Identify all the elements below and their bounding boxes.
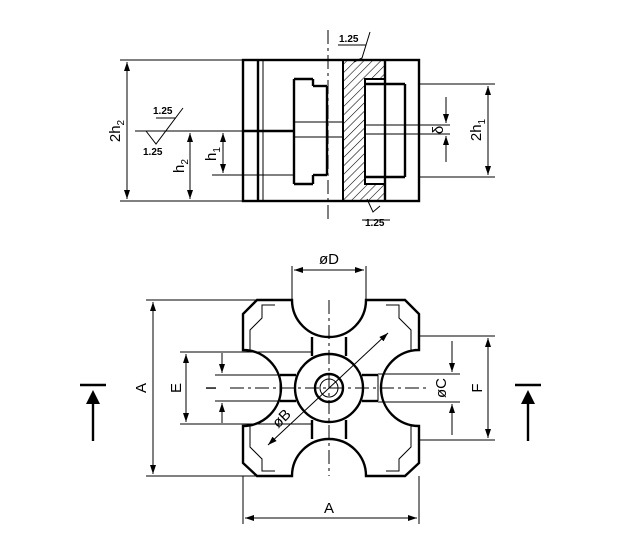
top-view [230, 298, 430, 478]
roughness-bottom: 1.25 [365, 218, 385, 229]
section-arrows [80, 383, 541, 441]
dim-2h1: 2h1 [468, 118, 488, 141]
dim-dia-c: øC [433, 378, 450, 398]
dim-e: E [168, 383, 185, 393]
dim-h2: h2 [171, 159, 191, 173]
dim-f: F [469, 383, 486, 392]
side-view-dimensions: 2h2 h2 h1 1.25 1.25 1.25 1.25 δ 2h1 [107, 31, 495, 229]
dim-2h2: 2h2 [107, 119, 127, 142]
dim-a-horizontal: A [324, 500, 334, 517]
dim-dia-d: øD [319, 251, 339, 268]
dim-delta: δ [430, 126, 447, 134]
dim-h1: h1 [203, 147, 223, 161]
dim-i: I [203, 386, 220, 390]
side-view [241, 30, 421, 222]
roughness-left-bottom: 1.25 [143, 147, 163, 158]
dim-a-vertical: A [133, 383, 150, 393]
hatched-section [342, 59, 386, 202]
roughness-left-top: 1.25 [153, 106, 173, 117]
roughness-top: 1.25 [339, 34, 359, 45]
